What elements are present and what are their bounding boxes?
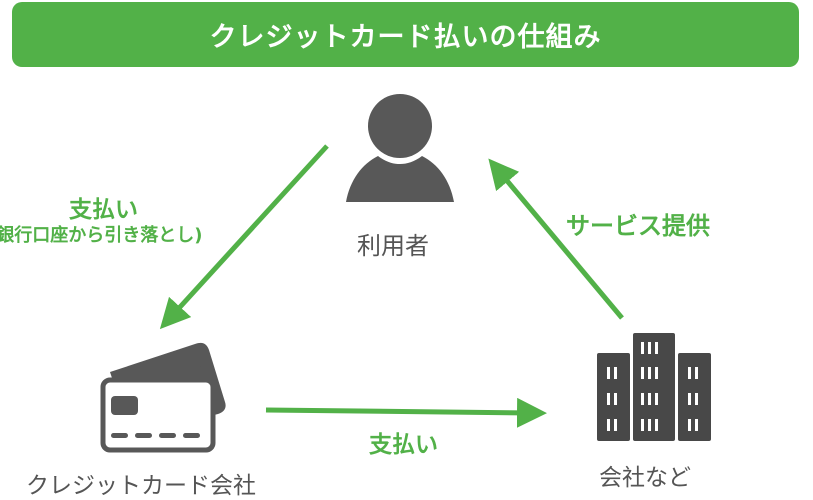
window [607,367,610,379]
window [688,419,691,431]
window [614,393,617,405]
window [648,367,651,379]
window [641,342,644,354]
window [655,419,658,431]
window [695,367,698,379]
window [641,367,644,379]
service-label: サービス提供 [566,212,710,240]
company-label: 会社など [599,465,691,491]
user-label: 利用者 [357,232,429,260]
window [614,367,617,379]
person-icon [346,94,454,202]
payment-sublabel-left: (銀行口座から引き落とし) [0,225,203,246]
window [607,419,610,431]
window [655,367,658,379]
window [641,419,644,431]
arrow-company-to-user [488,158,624,320]
diagram-title: クレジットカード払いの仕組み [209,22,602,53]
payment-label-bottom: 支払い [369,432,438,458]
window [641,393,644,405]
window [695,419,698,431]
title-banner: クレジットカード払いの仕組み [12,2,799,67]
window [655,393,658,405]
window [648,419,651,431]
window [614,419,617,431]
window [688,393,691,405]
building-icon [597,333,711,441]
window [648,342,651,354]
window [648,393,651,405]
arrow-card-to-company [265,397,547,428]
credit-card-icon [100,342,226,453]
arrow-user-to-card [159,144,329,330]
window [655,342,658,354]
window [695,393,698,405]
card-company-label: クレジットカード会社 [26,473,256,499]
payment-label-left: 支払い [69,197,138,223]
window [688,367,691,379]
window [607,393,610,405]
